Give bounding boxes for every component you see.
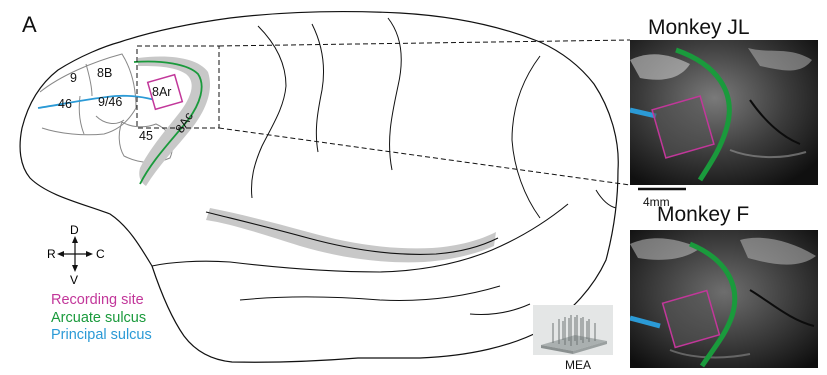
area-9-46-lower — [96, 116, 124, 123]
superior-temporal-sulcus — [240, 286, 500, 300]
legend: Recording site Arcuate sulcus Principal … — [51, 292, 152, 345]
monkey-f-title: Monkey F — [657, 204, 749, 225]
mea-label: MEA — [565, 359, 591, 371]
compass-dorsal: D — [70, 223, 79, 237]
orientation-compass: D V R C — [47, 223, 105, 287]
area-label-8Ar: 8Ar — [152, 85, 171, 99]
monkey-jl-title: Monkey JL — [648, 17, 750, 38]
area-label-8B: 8B — [97, 66, 112, 80]
scale-bar-label: 4mm — [643, 196, 670, 208]
lunate-sulcus — [512, 56, 540, 218]
area-9-8B-border — [86, 64, 92, 96]
legend-recording-site: Recording site — [51, 292, 152, 310]
legend-arcuate-sulcus: Arcuate sulcus — [51, 310, 152, 328]
inferior-occipital-sulcus — [470, 304, 530, 315]
monkey-f-photo — [630, 230, 818, 368]
occipital-sulcus — [596, 190, 616, 208]
intraparietal-sulcus — [312, 24, 324, 152]
monkey-jl-photo — [630, 40, 818, 185]
area-label-45: 45 — [139, 129, 153, 143]
area-label-46: 46 — [58, 97, 72, 111]
area-label-9: 9 — [70, 71, 77, 85]
lateral-sulcus-shading — [206, 208, 496, 262]
compass-rostral: R — [47, 247, 56, 261]
legend-principal-sulcus: Principal sulcus — [51, 327, 152, 345]
zoom-connector-top — [219, 40, 630, 46]
zoom-connector-bottom — [219, 128, 630, 185]
central-sulcus — [251, 26, 286, 198]
parietal-sulcus — [388, 18, 401, 170]
compass-caudal: C — [96, 247, 105, 261]
mea-photo — [533, 305, 613, 355]
panel-letter: A — [22, 14, 37, 36]
area-label-9-46: 9/46 — [98, 95, 122, 109]
compass-ventral: V — [70, 273, 78, 287]
